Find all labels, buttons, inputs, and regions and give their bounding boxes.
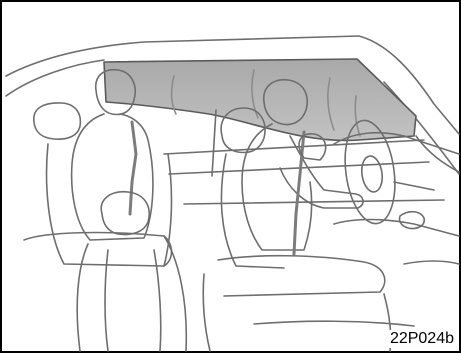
rear-seat-cushion <box>24 233 172 266</box>
b-pillar <box>212 110 216 176</box>
steering-wheel-hub <box>360 155 385 193</box>
front-seat-headrest <box>101 192 149 235</box>
driver-seat-base <box>203 274 210 351</box>
door-panel-lower <box>184 200 444 204</box>
door-lower-trim <box>404 261 459 264</box>
rear-seat-back <box>47 144 172 266</box>
gear-area <box>399 212 424 229</box>
car-roof-inner-line <box>6 60 104 96</box>
rear-dummy-belt <box>130 122 136 214</box>
front-seat-back <box>77 244 88 351</box>
car-interior-illustration <box>4 4 461 353</box>
rear-dummy-body <box>72 114 153 240</box>
curtain-airbag <box>104 59 416 140</box>
center-console <box>334 220 459 237</box>
steering-column <box>394 182 434 190</box>
figure-code: 22P024b <box>389 330 455 348</box>
driver-dummy-torso <box>242 124 312 250</box>
driver-seat-cushion <box>218 256 385 296</box>
rear-headrest <box>34 103 81 139</box>
